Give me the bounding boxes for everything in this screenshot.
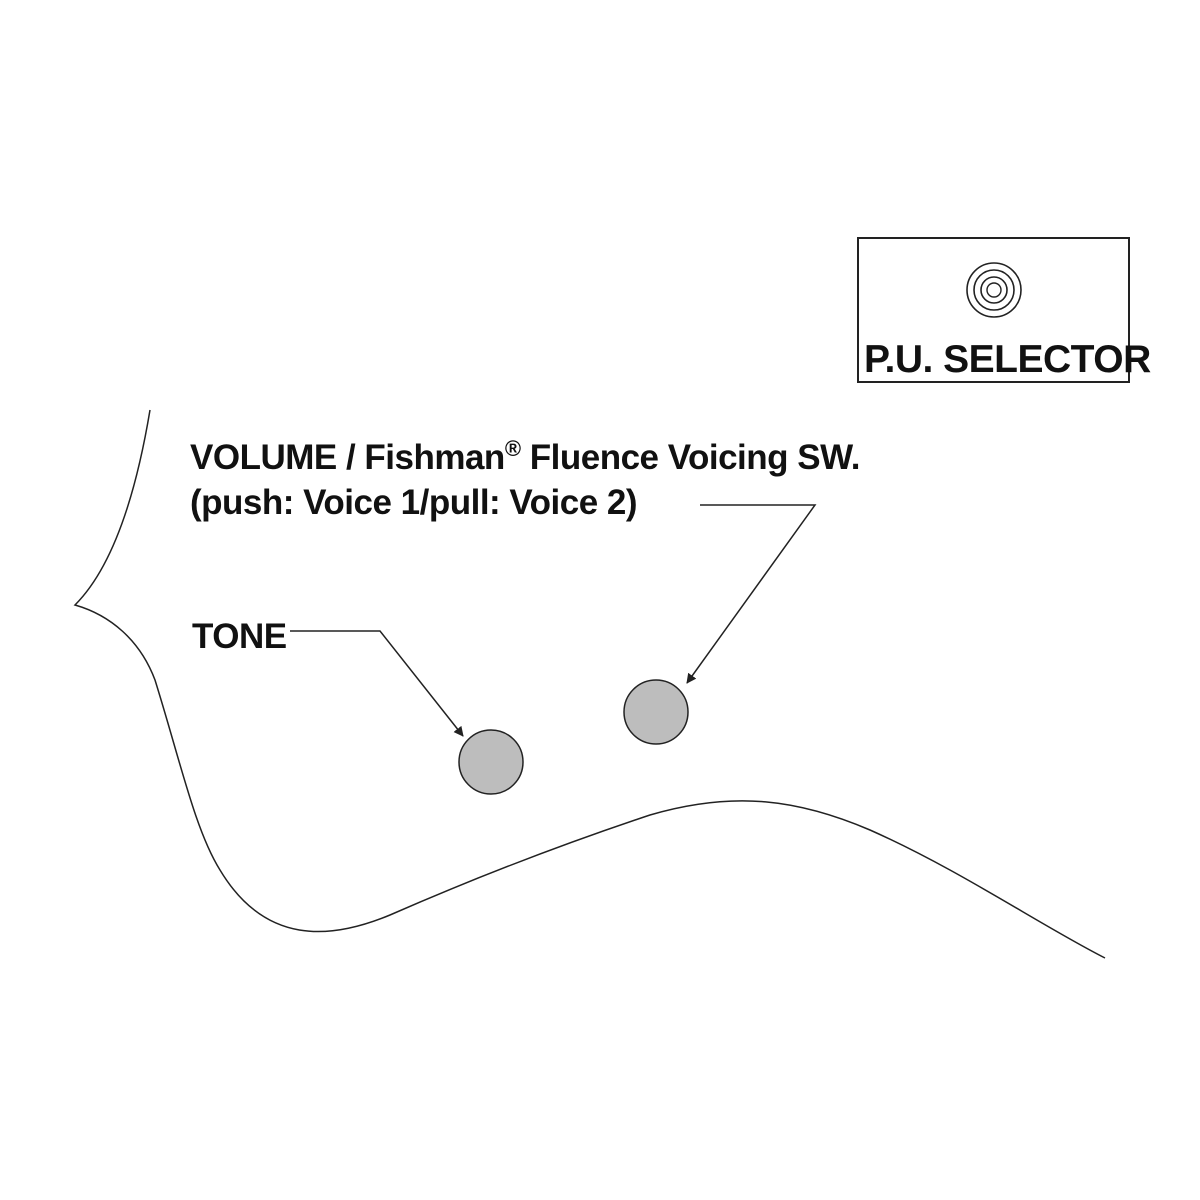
volume-label-main: VOLUME / Fishman [190,438,505,477]
guitar-body-outline [73,409,1106,959]
registered-mark: ® [505,436,521,461]
volume-label: VOLUME / Fishman® Fluence Voicing SW. (p… [190,436,860,522]
tone-leader-line [290,630,464,737]
tone-label: TONE [192,617,287,656]
volume-label-line1: VOLUME / Fishman® Fluence Voicing SW. [190,436,860,477]
pickup-selector-label: P.U. SELECTOR [864,338,1151,381]
tone-knob[interactable] [458,729,524,795]
pickup-selector-panel: P.U. SELECTOR [857,237,1152,383]
volume-label-rest: Fluence Voicing SW. [521,438,860,477]
volume-knob[interactable] [623,679,689,745]
volume-label-line2: (push: Voice 1/pull: Voice 2) [190,483,637,522]
pickup-selector-frame [857,237,1130,383]
volume-leader-line [686,504,817,684]
toggle-switch-icon[interactable] [966,262,1022,318]
